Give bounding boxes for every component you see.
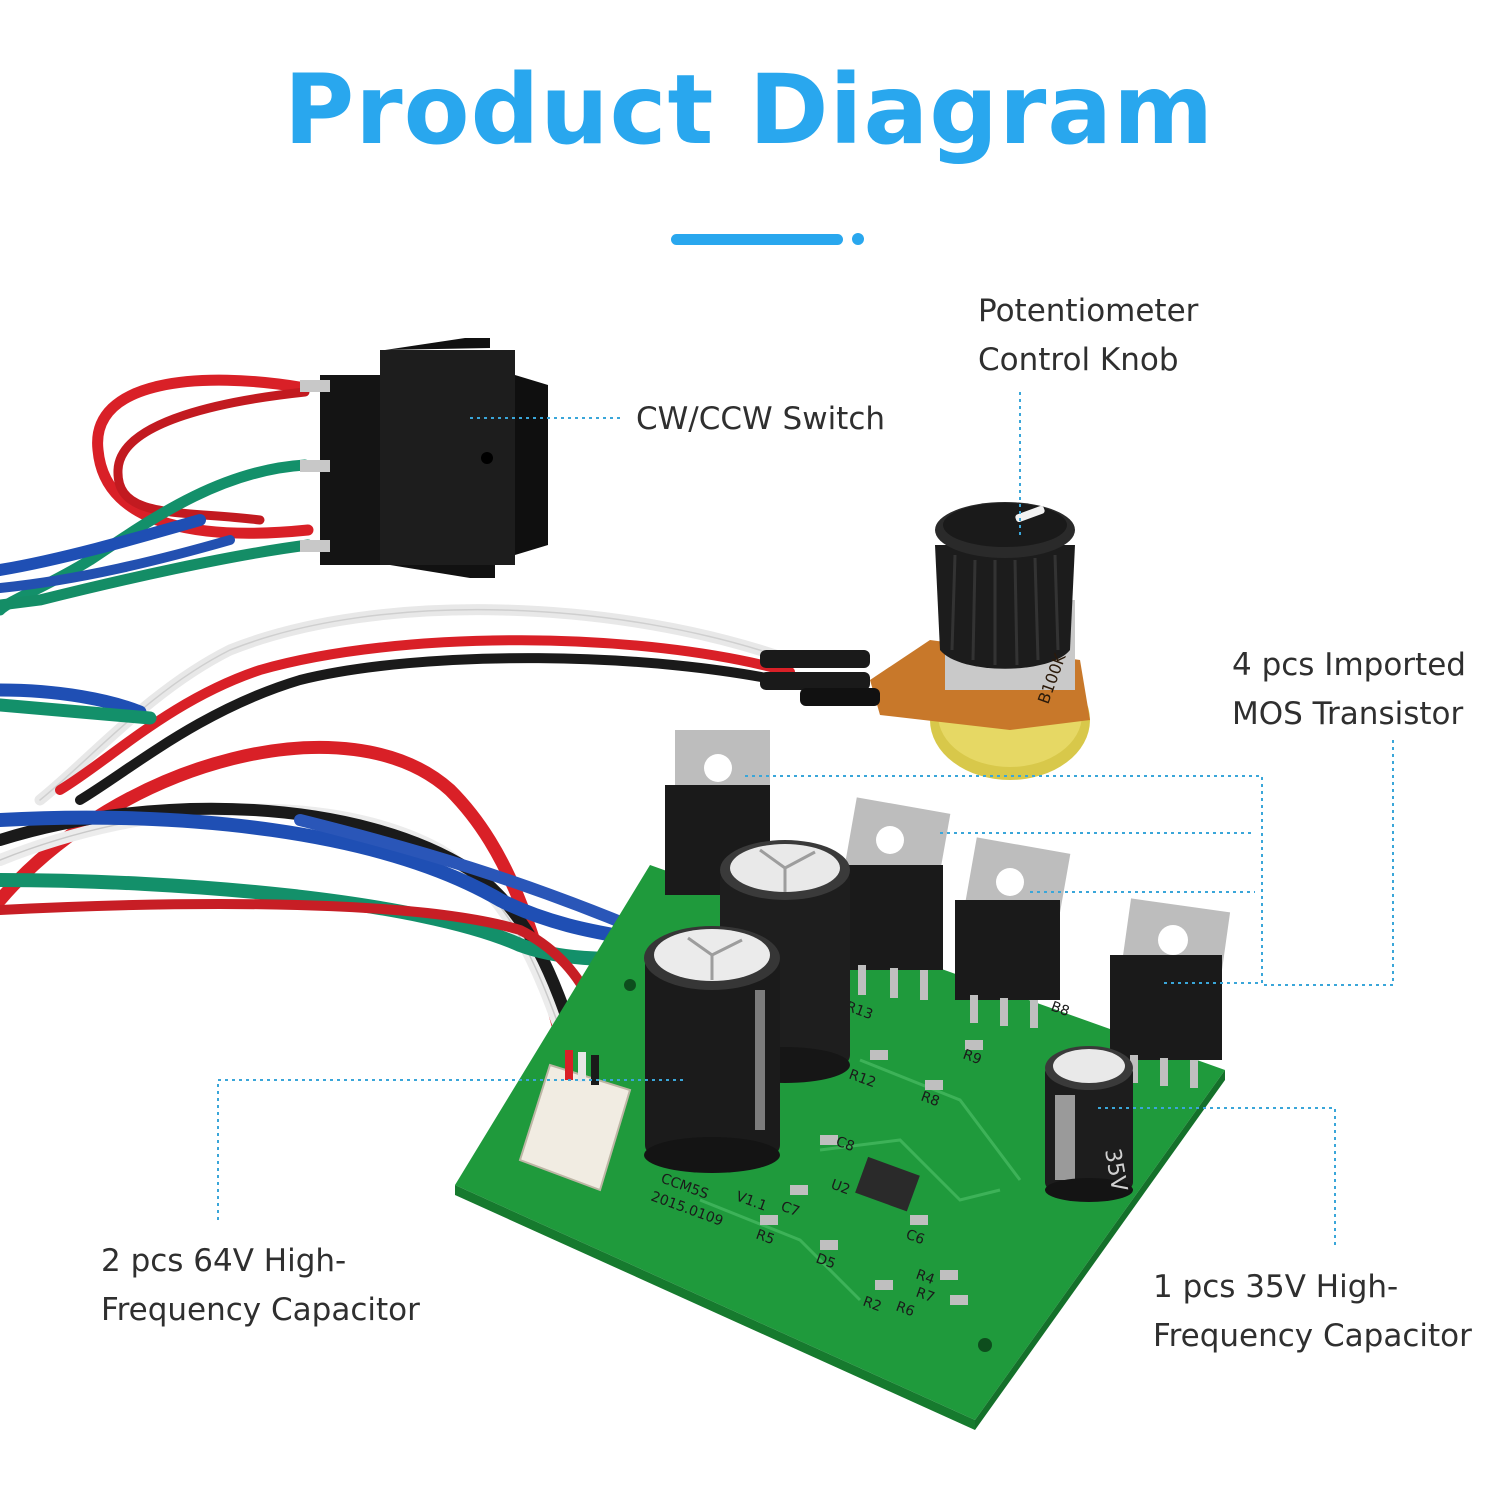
wire-red-main-2 [0, 899, 595, 1005]
label-potentiometer-line1: Potentiometer [978, 293, 1199, 329]
mosfet-3 [955, 837, 1071, 1028]
wire-blue-main-2 [294, 814, 646, 936]
pcb-ref-r5: R5 [754, 1227, 777, 1248]
label-cap35-line2: Frequency Capacitor [1153, 1318, 1472, 1354]
pcb-ref-r9: R9 [961, 1047, 984, 1068]
leader-cap64 [217, 1079, 685, 1220]
pcb-ref-c8: C8 [834, 1134, 857, 1155]
label-potentiometer-line2: Control Knob [978, 342, 1179, 378]
label-mos-line2: MOS Transistor [1232, 696, 1464, 732]
pcb-ref-b8: B8 [1049, 999, 1072, 1020]
mosfet-2 [844, 797, 951, 1000]
wire-connector [518, 1050, 632, 1192]
pcb-ref-r6: R6 [894, 1299, 917, 1320]
wire-red-switch [92, 374, 314, 539]
pcb-ref-c7: C7 [779, 1199, 802, 1220]
label-potentiometer-knob: Potentiometer Control Knob [978, 287, 1198, 385]
pcb-ref-u2: U2 [829, 1177, 852, 1199]
mos-transistors [665, 730, 1231, 1088]
leader-mos-right [1262, 740, 1394, 986]
wire-green-main [0, 873, 647, 966]
label-cw-ccw-switch: CW/CCW Switch [636, 395, 885, 444]
title-underline [671, 234, 843, 245]
rocker-switch [300, 338, 548, 578]
label-64v-capacitor: 2 pcs 64V High- Frequency Capacitor [101, 1237, 420, 1335]
pcb-ref-c6: C6 [904, 1227, 927, 1248]
pcb-ref-r7: R7 [914, 1285, 937, 1306]
wire-green-left [0, 698, 157, 725]
label-mos-line1: 4 pcs Imported [1232, 647, 1466, 683]
leader-mos [745, 775, 1263, 984]
capacitor-35v: 35V [1045, 1046, 1133, 1202]
leader-cap35 [1098, 1107, 1336, 1248]
pcb-ref-r8: R8 [919, 1089, 942, 1110]
potentiometer: B100K [760, 502, 1090, 780]
label-cw-ccw-switch-text: CW/CCW Switch [636, 401, 886, 437]
wire-red-pot [55, 635, 795, 795]
capacitor-64v-front [644, 926, 780, 1173]
wire-white-pot-outline [39, 609, 791, 801]
wire-blue-switch [0, 514, 206, 576]
label-cap64-line1: 2 pcs 64V High- [101, 1243, 347, 1279]
pcb-ref-r2: R2 [861, 1294, 884, 1315]
wire-bundle [0, 374, 805, 1077]
label-mos-transistor: 4 pcs Imported MOS Transistor [1232, 641, 1466, 739]
wire-blue-left [0, 683, 147, 719]
pcb-ref-d5: D5 [814, 1251, 838, 1273]
pcb-ref-r4: R4 [914, 1267, 937, 1288]
mosfet-4 [1110, 898, 1231, 1088]
wire-green-switch-2 [0, 539, 314, 611]
leader-lines [217, 392, 1394, 1248]
label-cap35-line1: 1 pcs 35V High- [1153, 1269, 1399, 1305]
label-35v-capacitor: 1 pcs 35V High- Frequency Capacitor [1153, 1263, 1472, 1361]
page-title: Product Diagram [283, 54, 1215, 166]
wire-black-pot [75, 653, 805, 805]
wire-blue-main [0, 810, 647, 947]
wire-red-switch-2 [113, 387, 310, 525]
title-underline-dot [852, 233, 864, 245]
wire-blue-switch-2 [0, 535, 235, 593]
capacitors: 35V [644, 840, 1133, 1202]
label-cap64-line2: Frequency Capacitor [101, 1292, 420, 1328]
